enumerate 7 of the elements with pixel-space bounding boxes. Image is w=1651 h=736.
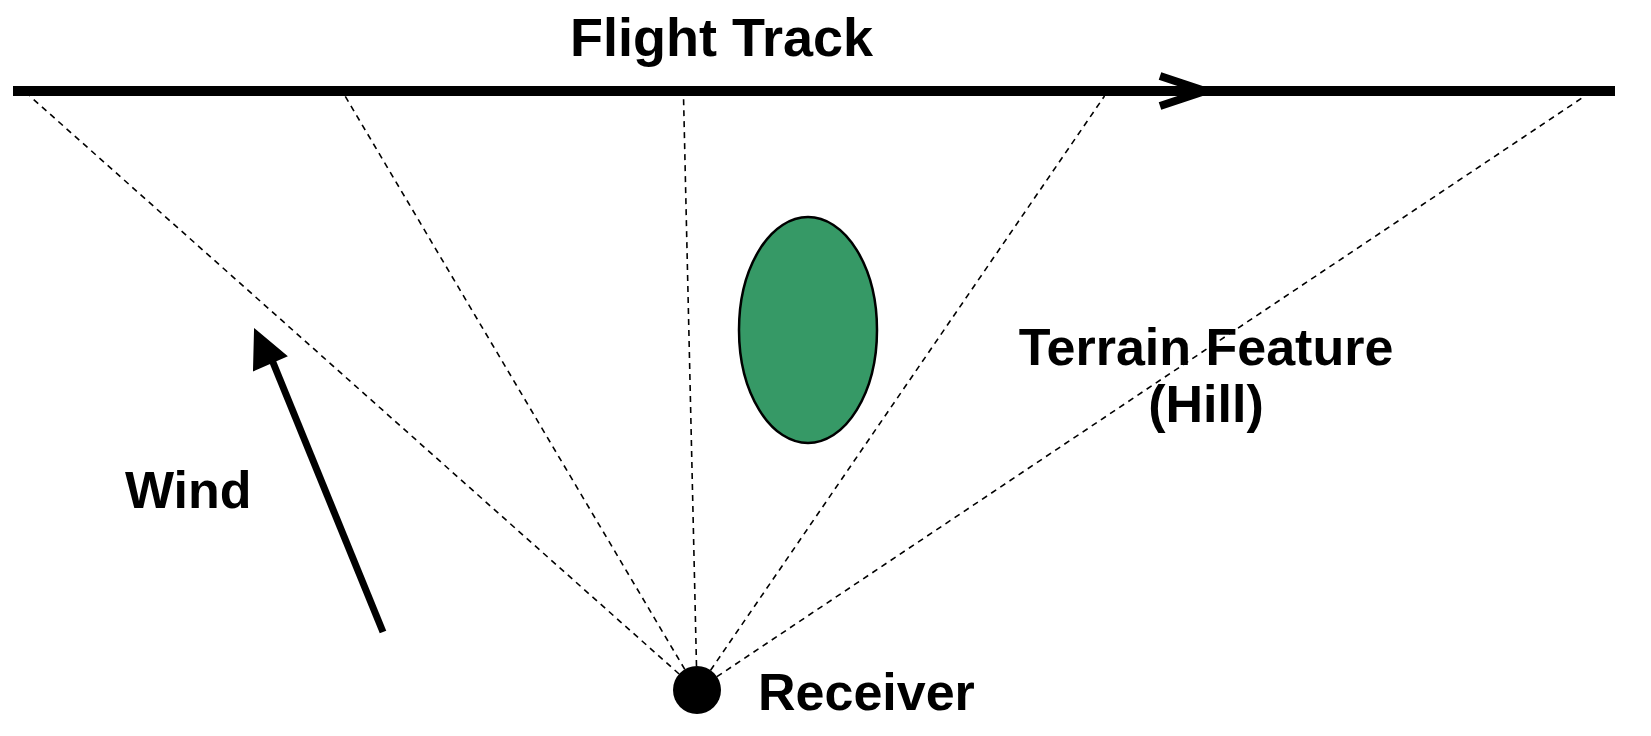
sight-line xyxy=(344,95,686,671)
flight-track-label: Flight Track xyxy=(570,8,874,68)
sight-line xyxy=(709,95,1106,671)
terrain-label: Terrain Feature (Hill) xyxy=(1017,319,1395,434)
sight-line xyxy=(28,95,680,675)
receiver-label: Receiver xyxy=(758,664,975,722)
wind-label: Wind xyxy=(125,462,252,520)
